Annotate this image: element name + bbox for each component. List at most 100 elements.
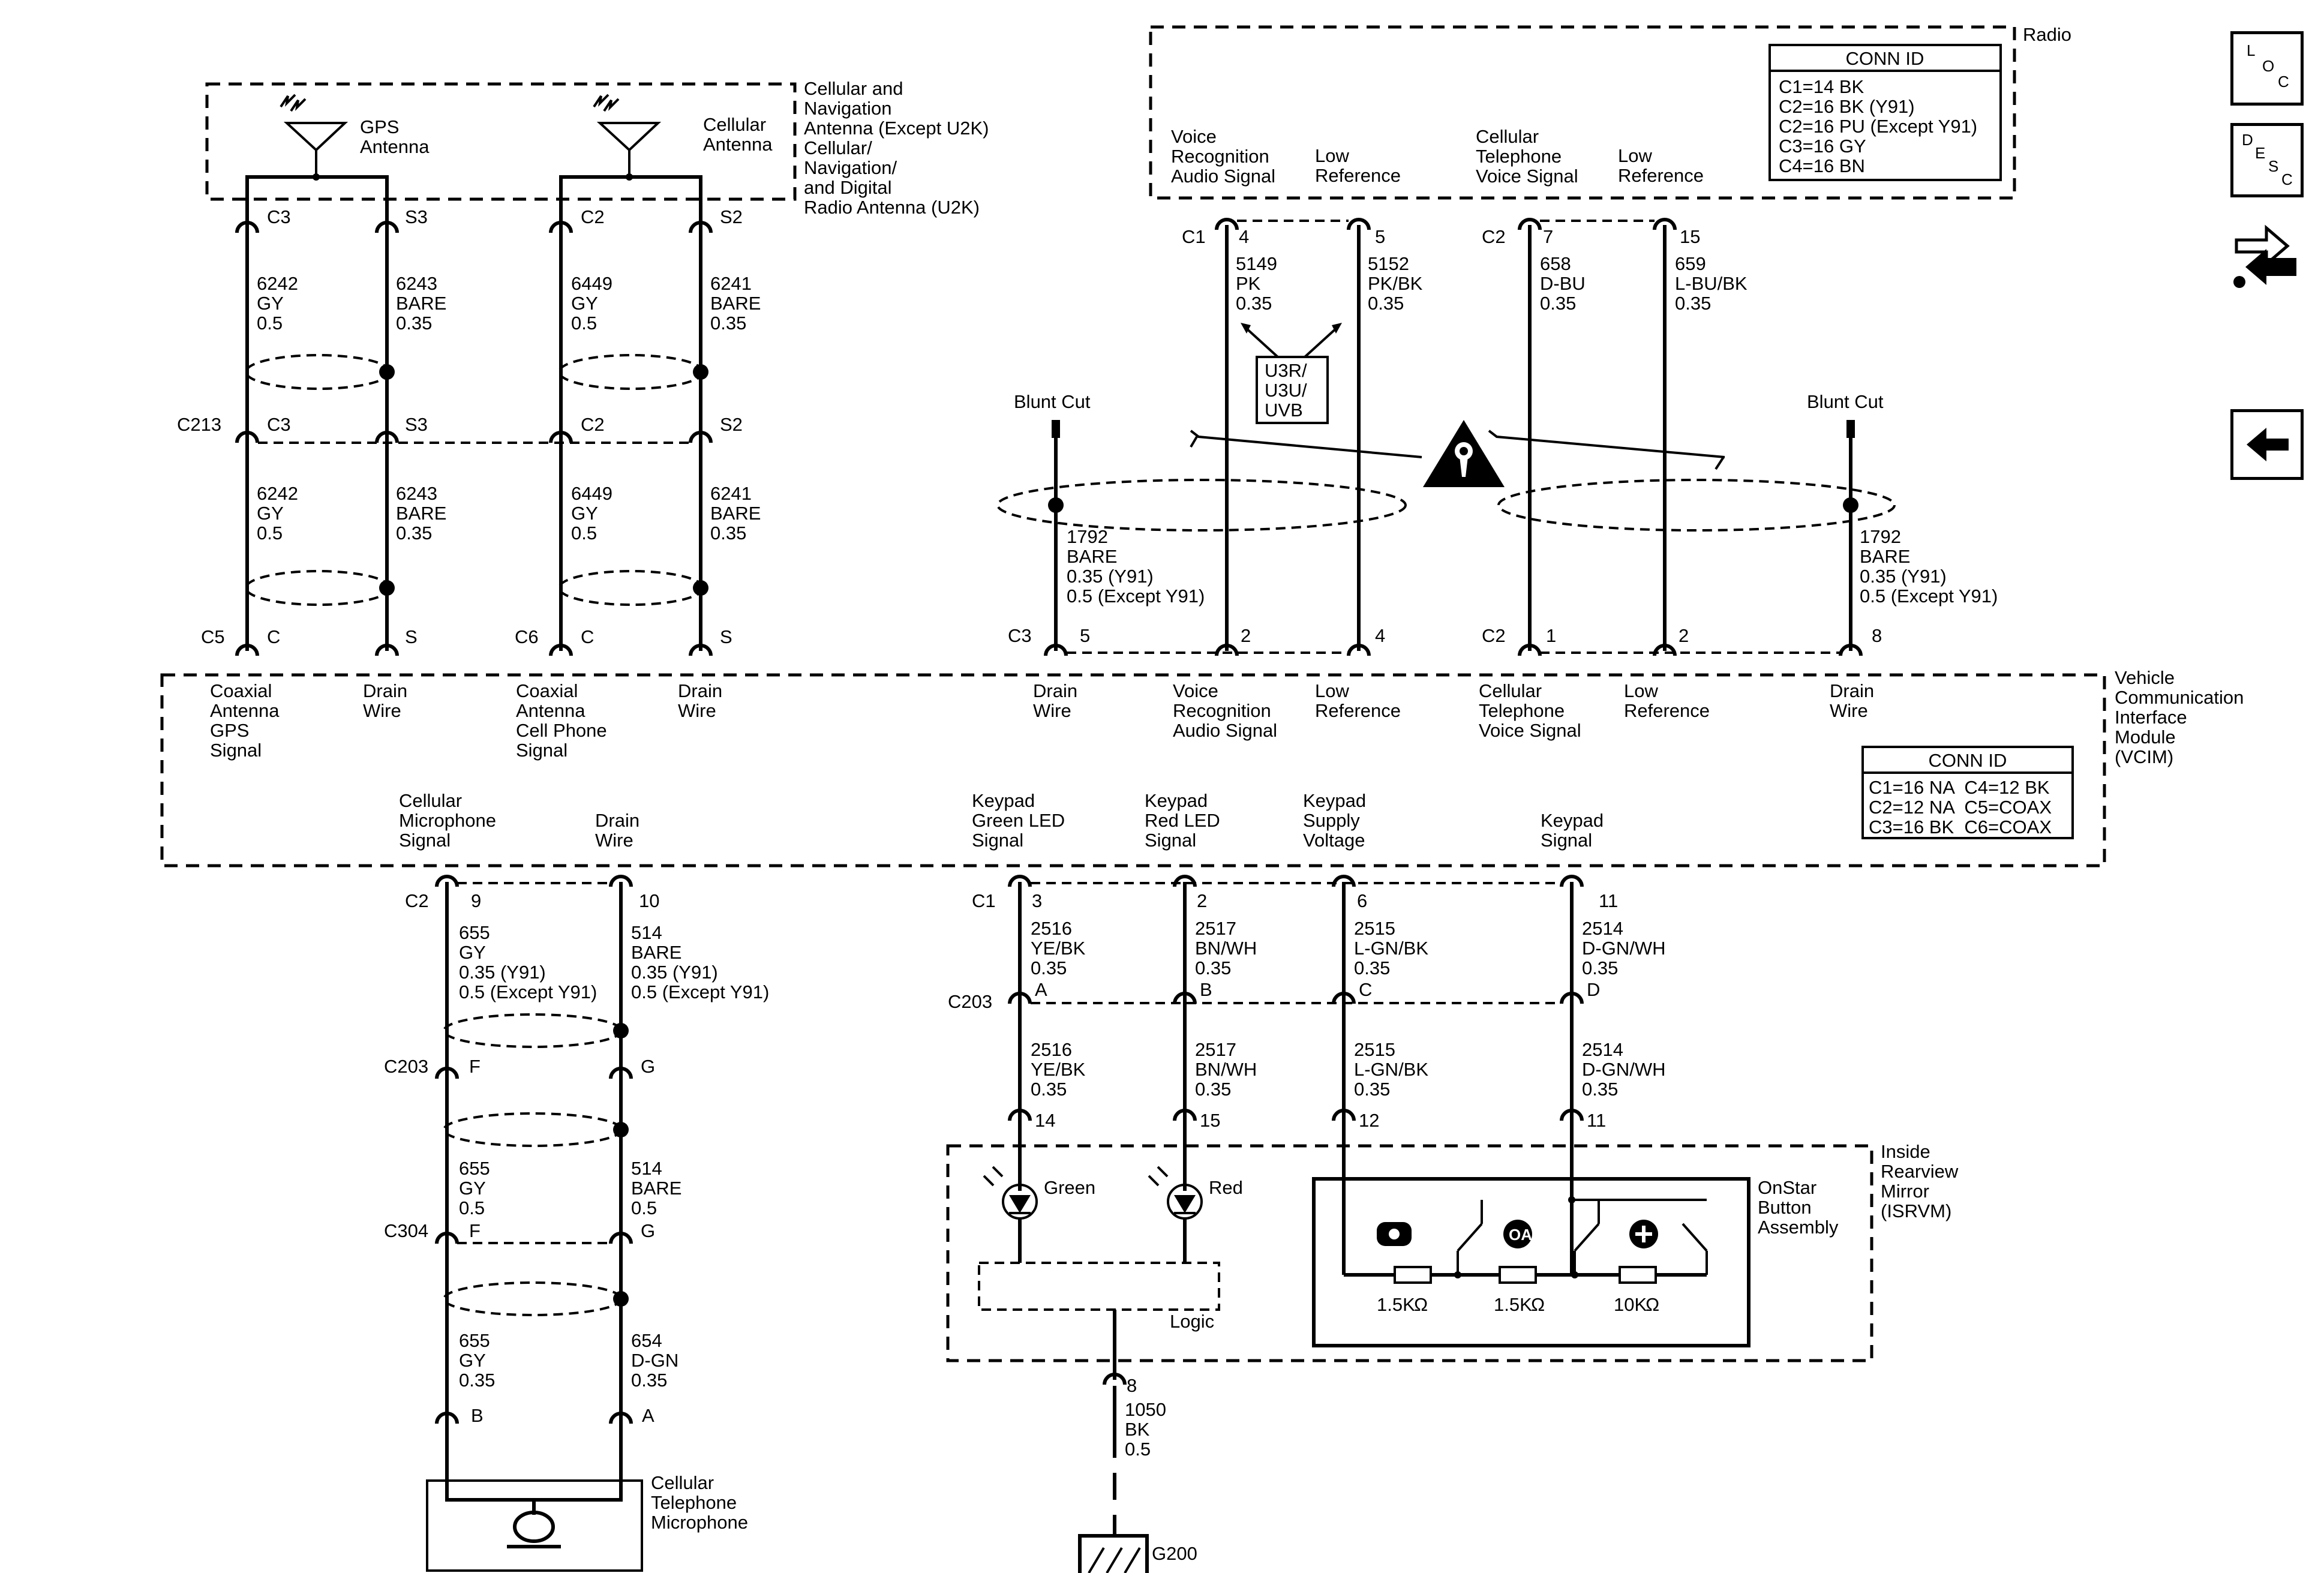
desc-letter-d: D [2242, 131, 2253, 149]
svg-text:C2: C2 [1482, 226, 1506, 247]
svg-text:C213: C213 [177, 414, 221, 435]
description-button[interactable]: D E S C [2230, 123, 2304, 197]
svg-text:3: 3 [1032, 890, 1042, 911]
onstar-emergency-button-icon [1629, 1220, 1658, 1248]
svg-text:C1: C1 [972, 890, 996, 911]
onstar-button-assembly [1312, 1177, 1750, 1347]
svg-text:D: D [1587, 979, 1600, 1000]
keypad-wires [1010, 876, 1582, 1275]
blunt-cut-right: Blunt Cut [1807, 391, 1884, 412]
gps-antenna-icon [280, 94, 349, 177]
ground-wire [1078, 1374, 1149, 1573]
svg-text:10K: 10K [1614, 1294, 1647, 1315]
green-led-label: Green [1044, 1177, 1095, 1198]
left-arrow-icon [2247, 428, 2289, 461]
svg-text:Ω: Ω [1646, 1294, 1659, 1315]
rearview-mirror-module: OA [946, 1144, 1873, 1380]
warning-icon [1423, 420, 1505, 487]
svg-text:S2: S2 [720, 414, 743, 435]
location-button[interactable]: L O C [2230, 31, 2304, 106]
back-button[interactable] [2230, 409, 2304, 480]
svg-text:C3: C3 [1008, 625, 1032, 646]
red-led-icon [1148, 1166, 1203, 1220]
svg-text:C: C [267, 626, 280, 647]
option-box-label: U3R/U3U/UVB [1265, 360, 1307, 421]
svg-text:8: 8 [1127, 1375, 1137, 1396]
svg-text:B: B [471, 1405, 484, 1426]
svg-text:B: B [1200, 979, 1212, 1000]
svg-text:15: 15 [1680, 226, 1700, 247]
logic-block [978, 1262, 1220, 1311]
svg-text:C: C [1359, 979, 1372, 1000]
svg-text:C5: C5 [201, 626, 225, 647]
svg-text:9: 9 [471, 890, 481, 911]
svg-text:C2: C2 [581, 206, 605, 227]
svg-text:OA: OA [1509, 1226, 1532, 1244]
svg-text:6: 6 [1357, 890, 1367, 911]
svg-text:4: 4 [1239, 226, 1249, 247]
radio-wires [996, 220, 1896, 656]
antenna-wires [237, 223, 711, 656]
svg-text:2: 2 [1241, 625, 1251, 646]
ground-label: G200 [1152, 1543, 1197, 1564]
cellular-antenna-icon [593, 94, 662, 177]
onstar-voice-button-icon: OA [1503, 1220, 1532, 1248]
desc-letter-s: S [2268, 157, 2279, 175]
radio-conn-id-table [1768, 44, 2002, 181]
svg-text:A: A [1035, 979, 1047, 1000]
loc-letter-l: L [2247, 41, 2256, 59]
svg-text:CONN ID: CONN ID [1846, 48, 1924, 69]
svg-text:11: 11 [1587, 1110, 1606, 1131]
loc-letter-c: C [2278, 73, 2289, 91]
option-box [1256, 356, 1329, 424]
blunt-cut-left: Blunt Cut [1014, 391, 1091, 412]
radio-label: Radio [2023, 24, 2071, 45]
connector-view-icon[interactable] [2230, 216, 2304, 294]
svg-text:C2: C2 [405, 890, 429, 911]
svg-text:4: 4 [1375, 625, 1385, 646]
green-led-icon [983, 1166, 1038, 1220]
svg-text:5: 5 [1080, 625, 1090, 646]
svg-text:C203: C203 [384, 1056, 428, 1077]
svg-text:C: C [581, 626, 594, 647]
red-led-label: Red [1209, 1177, 1243, 1198]
vcim-conn-id-table [1861, 746, 2074, 839]
svg-text:S2: S2 [720, 206, 743, 227]
svg-text:C3: C3 [267, 206, 291, 227]
